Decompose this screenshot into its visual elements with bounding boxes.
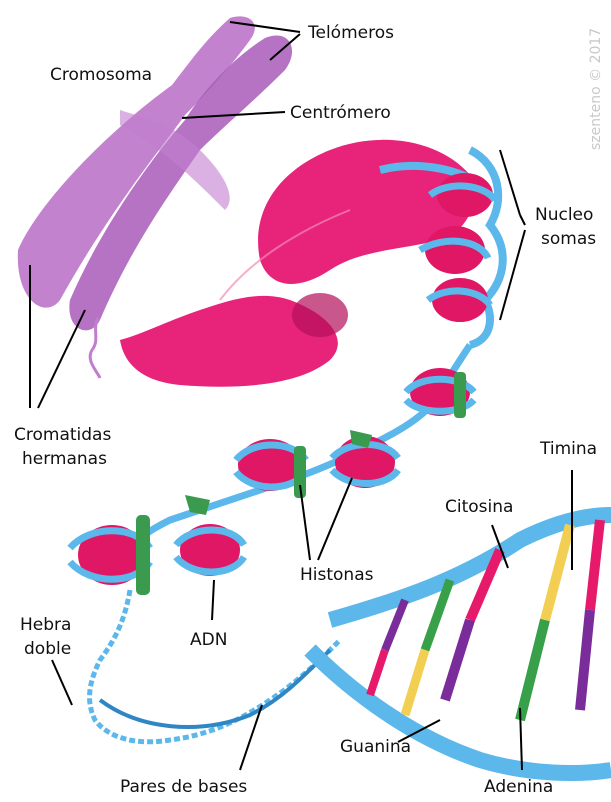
double-helix-coil xyxy=(90,590,340,742)
histone-band xyxy=(454,372,466,418)
histone-band xyxy=(136,515,150,595)
base-pair xyxy=(580,520,600,710)
leader-hebra xyxy=(52,660,72,705)
leader-nucleosomas-1 xyxy=(500,150,520,215)
label-adn: ADN xyxy=(190,630,227,650)
label-hebra-line2: doble xyxy=(24,639,71,659)
leader-lines xyxy=(30,22,572,770)
label-cromatidas-line2: hermanas xyxy=(22,449,107,469)
label-nucleosomas-line1: Nucleo xyxy=(535,205,593,225)
base-pair xyxy=(520,525,570,720)
label-nucleosomas-line2: somas xyxy=(541,229,596,249)
label-guanina: Guanina xyxy=(340,737,411,757)
labels: Telómeros Cromosoma Centrómero Nucleo so… xyxy=(14,23,597,797)
label-timina: Timina xyxy=(539,439,597,459)
label-cromosoma: Cromosoma xyxy=(50,65,152,85)
label-adenina: Adenina xyxy=(484,777,553,797)
label-histonas: Histonas xyxy=(300,565,374,585)
label-centromero: Centrómero xyxy=(290,103,391,123)
leader-nucleosomas-joint xyxy=(520,215,525,225)
label-telomeros: Telómeros xyxy=(307,23,394,43)
fiber-cross-section xyxy=(292,293,348,337)
leader-adn xyxy=(212,580,214,620)
label-citosina: Citosina xyxy=(445,497,513,517)
label-pares-de-bases: Pares de bases xyxy=(120,777,247,797)
label-cromatidas-line1: Cromatidas xyxy=(14,425,111,445)
watermark: szenteno © 2017 xyxy=(588,28,604,150)
nucleosome xyxy=(406,368,474,418)
leader-cromatidas-2 xyxy=(38,310,85,408)
nucleosome xyxy=(70,515,150,595)
double-helix xyxy=(310,515,611,773)
leader-histonas-2 xyxy=(318,478,352,560)
label-hebra-line1: Hebra xyxy=(20,615,71,635)
nucleosome xyxy=(236,439,306,498)
